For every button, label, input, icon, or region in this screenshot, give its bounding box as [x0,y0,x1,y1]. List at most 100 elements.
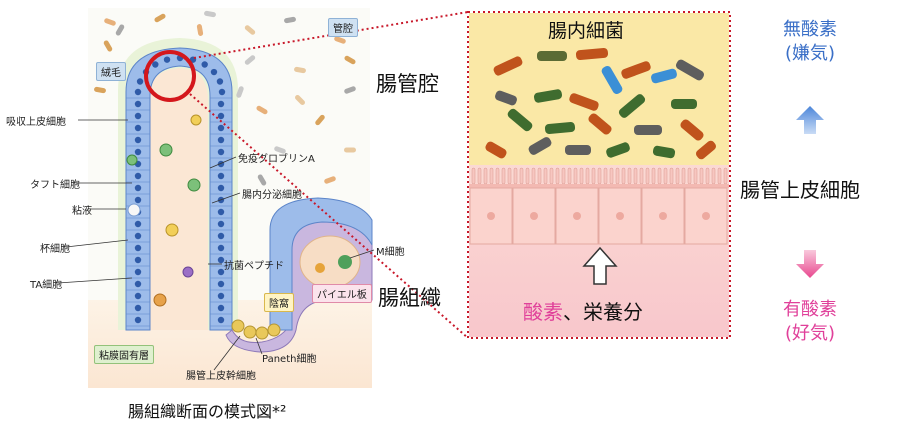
microvillus [687,167,692,185]
oxygen-nutrients: 酸素、栄養分 [523,296,643,325]
nucleus [134,88,142,96]
nucleus [217,304,225,312]
lamina-tag: 粘膜固有層 [94,345,154,364]
lumen-tag: 管腔 [328,18,358,37]
microvillus [591,167,596,185]
microvillus [477,167,482,185]
nucleus [134,100,142,108]
nucleus [217,232,225,240]
bacterium [196,24,204,36]
microvillus [603,167,608,185]
anaerobic-line2: (嫌気) [784,43,836,64]
nucleus [134,316,142,324]
bacterium-rod [485,141,507,159]
nucleus [217,160,225,168]
microvillus [513,167,518,185]
microvillus [471,167,476,185]
microvilli [469,167,729,188]
zoom-line-top [193,11,469,59]
bacterium [115,24,125,36]
bacterium [256,105,268,115]
epithelium-label: 腸管上皮細胞 [740,178,860,202]
microvillus [633,167,638,185]
bacterium-rod [537,51,567,61]
microvillus [531,167,536,185]
nucleus [134,304,142,312]
nucleus [217,316,225,324]
bacterium-rod [601,65,623,95]
bacterium-rod [695,140,717,160]
nucleus [152,61,159,68]
microvillus [495,167,500,185]
nucleus [217,208,225,216]
m-cell-icon [338,255,352,269]
lumen-bacteria [94,10,356,186]
microvillus [621,167,626,185]
nucleus [217,184,225,192]
bacterium [257,174,267,186]
microvillus [705,167,710,185]
microvillus [657,167,662,185]
villus-tag: 絨毛 [96,62,126,81]
label-paneth: Paneth細胞 [262,354,317,365]
nucleus [216,78,224,85]
bacterium [236,86,244,98]
aerobic-line1: 有酸素 [783,299,837,320]
nucleus [134,136,142,144]
microvillus [555,167,560,185]
microvillus [567,167,572,185]
bacterium [104,18,116,26]
detail-panel-frame [467,11,731,339]
gut-bacteria [485,47,717,160]
bacterium-rod [544,122,576,134]
label-tissue: 腸組織 [378,286,441,310]
bacterium-rod [671,99,697,109]
nucleus [134,268,142,276]
bacterium [94,86,106,94]
crypt-tag: 陰窩 [264,293,294,312]
bacterium-rod [495,90,517,106]
nucleus [134,124,142,132]
nucleus [134,220,142,228]
cell-nucleus [702,212,710,220]
microvillus [597,167,602,185]
nucleus [217,292,225,300]
nucleus [217,112,225,120]
nucleus [134,172,142,180]
bacterium [294,66,306,74]
nucleus [217,220,225,228]
label-stem: 腸管上皮幹細胞 [186,371,256,382]
hollow-up-arrow-icon [582,246,618,285]
microvillus [543,167,548,185]
bacterium [244,55,256,65]
nucleus [217,136,225,144]
peyer-patch-epithelium [269,197,373,331]
microvillus [645,167,650,185]
nucleus [134,196,142,204]
zoom-line-bottom [189,93,469,339]
microvillus [717,167,722,185]
microvillus [669,167,674,185]
bacterium [204,10,216,18]
bacterium-rod [634,125,662,135]
microvillus [501,167,506,185]
microvillus [711,167,716,185]
microvillus [651,167,656,185]
label-immunoglobulin: 免疫グロブリンA [238,154,315,165]
bacterium-rod [493,56,523,76]
villus-core [148,68,208,330]
nucleus [217,256,225,264]
cell-nucleus [659,212,667,220]
nucleus [218,88,226,96]
microvillus [693,167,698,185]
nucleus [136,78,144,85]
aerobic-line2: (好気) [784,323,836,344]
label-antimicrobial: 抗菌ペプチド [224,261,284,272]
bacterium [315,114,325,126]
microvillus [675,167,680,185]
anaerobic-label: 無酸素 (嫌気) [770,18,850,66]
nucleus [217,172,225,180]
nucleus [134,244,142,252]
peyer-tag: パイエル板 [312,284,372,303]
cell-nucleus [616,212,624,220]
